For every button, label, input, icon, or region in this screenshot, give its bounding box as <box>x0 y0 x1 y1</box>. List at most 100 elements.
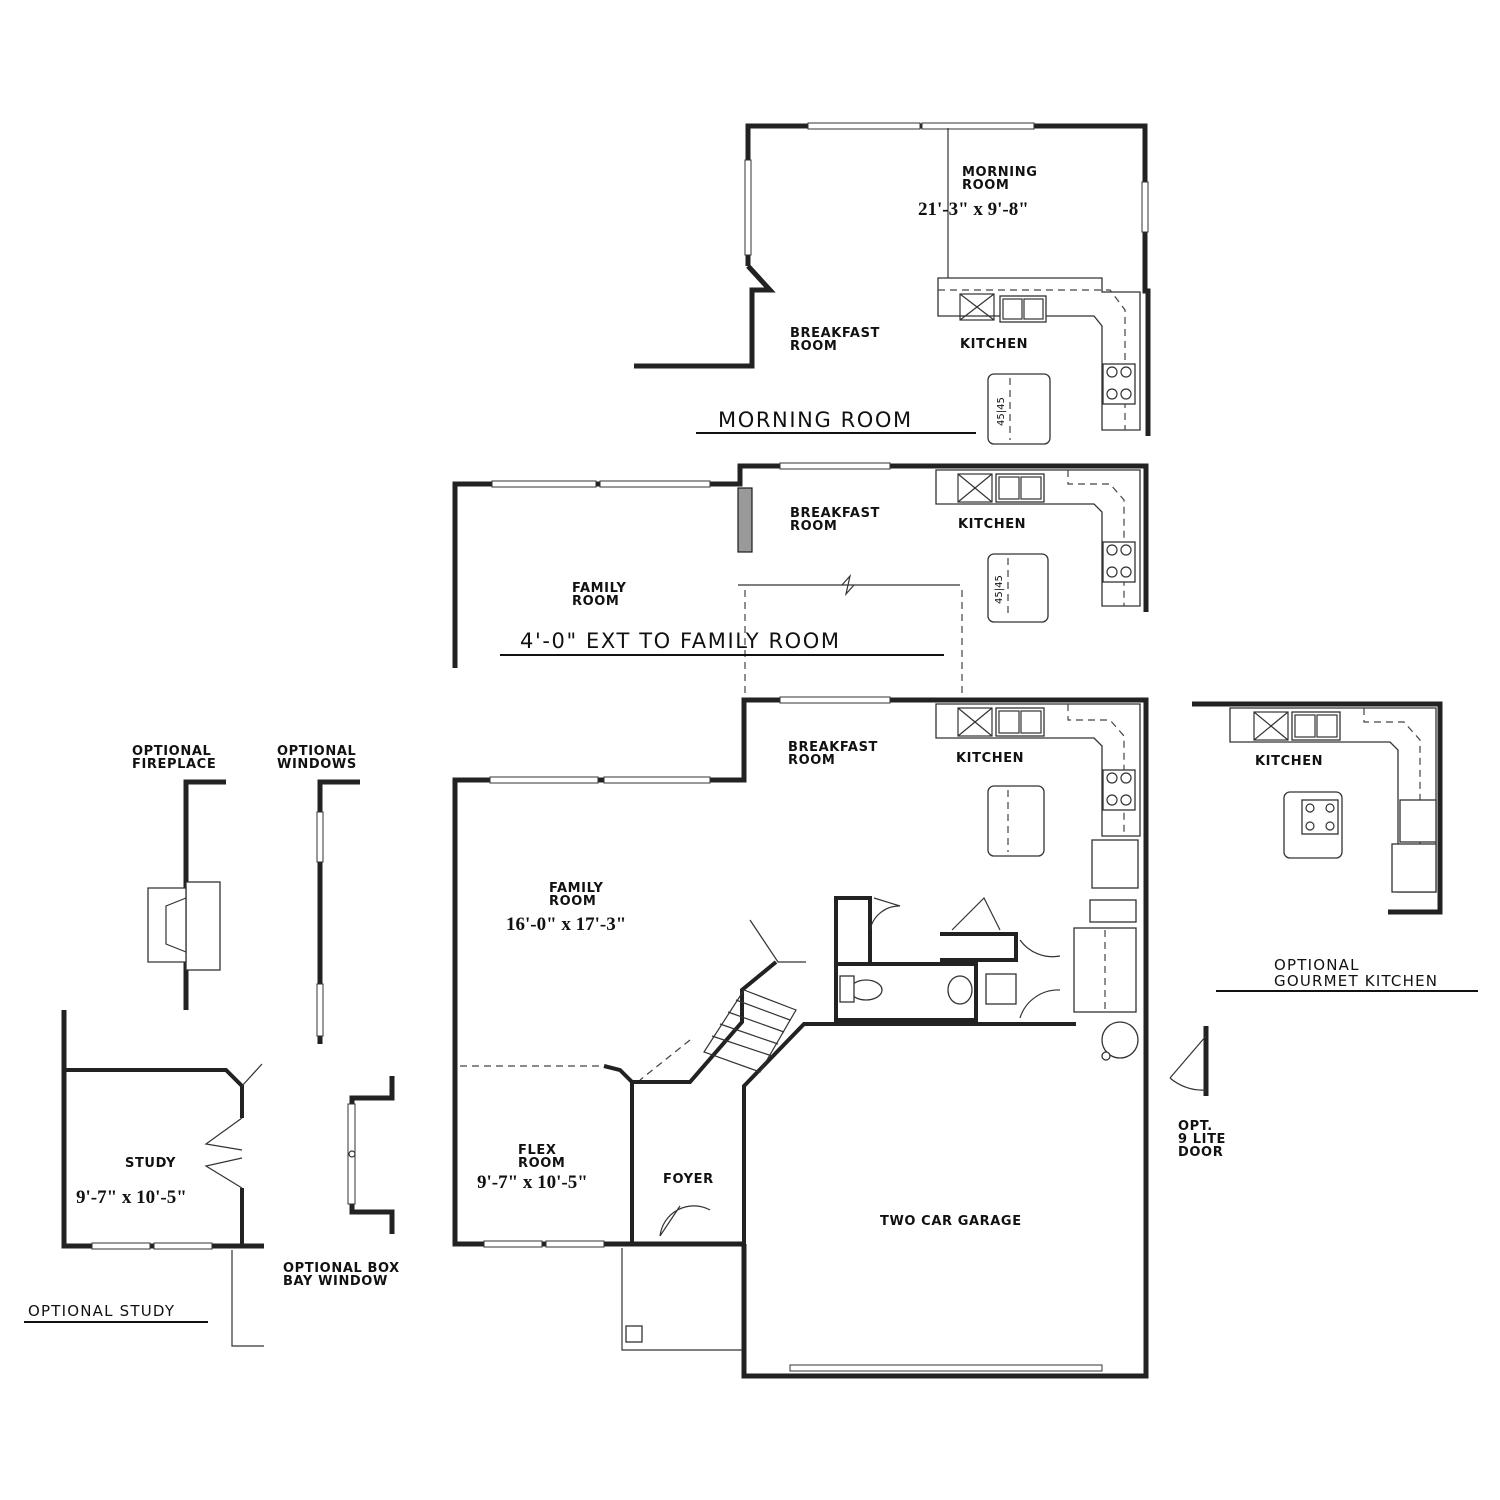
laundry-toilet <box>947 975 973 1005</box>
foyer-entry-door <box>659 1205 711 1237</box>
gourmet-sink <box>1291 711 1341 741</box>
powder-sink <box>839 975 855 1003</box>
morning-burner <box>1120 388 1132 400</box>
morning-burner <box>1106 388 1118 400</box>
porch-outline <box>621 1248 742 1351</box>
ext-kitchen-counter <box>935 469 1141 607</box>
ext-burner <box>1106 544 1118 556</box>
stair-wall <box>632 960 778 1084</box>
optional-fireplace-label: OPTIONAL <box>132 744 211 759</box>
nine-lite-door-detail: OPT. 9 LITE DOOR <box>1169 1026 1226 1160</box>
pantry-cabinet <box>1089 899 1137 923</box>
family-room-label: FAMILY <box>572 581 627 596</box>
flex-window <box>483 1240 543 1248</box>
ext-burner <box>1106 566 1118 578</box>
gourmet-burner <box>1325 803 1335 813</box>
main-sink-bowl <box>998 710 1020 734</box>
stair-tread <box>727 1011 785 1033</box>
gourmet-kitchen-plan: KITCHEN OPTIONAL GOURMET KITCHEN <box>1192 701 1478 992</box>
study-label: STUDY <box>125 1156 176 1171</box>
stair-tread <box>711 1035 773 1057</box>
stair-tread <box>719 1023 779 1045</box>
optional-window <box>316 983 324 1037</box>
optional-window <box>316 811 324 863</box>
morning-sink-bowl-2 <box>1023 298 1044 320</box>
family-window <box>603 776 711 784</box>
main-sink <box>995 707 1045 737</box>
gourmet-sink-bowl <box>1294 714 1316 738</box>
main-burner <box>1106 772 1118 784</box>
breakfast-room-label: ROOM <box>788 753 835 768</box>
main-sink-bowl <box>1020 710 1042 734</box>
breakfast-room-label: ROOM <box>790 339 837 354</box>
optional-fireplace-label: FIREPLACE <box>132 757 216 772</box>
kitchen-label: KITCHEN <box>1255 754 1323 769</box>
breakfast-room-label: BREAKFAST <box>790 326 880 341</box>
box-bay-walls <box>349 1076 395 1234</box>
study-wall-top <box>64 1068 244 1118</box>
kitchen-label: KITCHEN <box>960 337 1028 352</box>
ext-fireplace-chase <box>737 487 753 553</box>
garage-wall <box>742 1022 1076 1376</box>
laundry-wall <box>940 932 1018 962</box>
ext-sink-bowl <box>998 476 1020 500</box>
nine-lite-door-label: OPT. <box>1178 1119 1213 1134</box>
main-exterior-walls <box>452 697 1149 1379</box>
nine-lite-door-label: 9 LITE <box>1178 1132 1226 1147</box>
gourmet-refrigerator <box>1391 843 1437 893</box>
nine-lite-door-swing <box>1169 1035 1207 1091</box>
water-heater-valve <box>1101 1051 1111 1061</box>
main-burner <box>1106 794 1118 806</box>
foyer-label: FOYER <box>663 1172 714 1187</box>
gourmet-burner <box>1325 821 1335 831</box>
morning-dishwasher-x2 <box>959 293 995 321</box>
optional-windows-label: WINDOWS <box>277 757 357 772</box>
morning-room-left-wall <box>634 264 776 369</box>
gourmet-walls <box>1192 701 1443 915</box>
gourmet-counter-dashes <box>1363 708 1421 892</box>
breakfast-room-label: BREAKFAST <box>788 740 878 755</box>
main-kitchen-counter <box>935 703 1141 837</box>
morning-burner <box>1106 366 1118 378</box>
gourmet-cooktop <box>1301 799 1339 835</box>
nine-lite-door-label: DOOR <box>1178 1145 1223 1160</box>
morning-sink-bowl-1 <box>1002 298 1023 320</box>
main-dishwasher <box>957 707 993 737</box>
morning-sink <box>999 295 1047 323</box>
family-room-dimension: 16'-0" x 17'-3" <box>506 914 626 935</box>
study-window <box>91 1242 151 1250</box>
study-dimension: 9'-7" x 10'-5" <box>76 1187 187 1208</box>
morning-burner <box>1120 366 1132 378</box>
main-burner <box>1120 794 1132 806</box>
flex-room-label: ROOM <box>518 1156 565 1171</box>
box-bay-label: OPTIONAL BOX <box>283 1261 400 1276</box>
morning-window-top-2 <box>921 122 1035 130</box>
study-wall-outer <box>61 1010 264 1249</box>
main-island <box>987 785 1045 857</box>
study-french-doors <box>204 1117 243 1189</box>
morning-dishwasher <box>959 293 995 321</box>
optional-fireplace-detail: OPTIONAL FIREPLACE <box>132 744 226 1010</box>
breakfast-room-label: BREAKFAST <box>790 506 880 521</box>
gourmet-kitchen-title: OPTIONAL <box>1274 956 1360 974</box>
gourmet-burner <box>1305 803 1315 813</box>
optional-study-title: OPTIONAL STUDY <box>28 1302 175 1320</box>
ext-island-code: 45|45 <box>994 575 1005 604</box>
ext-sink-bowl <box>1020 476 1042 500</box>
stair-tread <box>735 999 791 1021</box>
garage-label: TWO CAR GARAGE <box>880 1214 1022 1229</box>
gourmet-sink-bowl <box>1316 714 1338 738</box>
breakfast-angle-wall <box>749 919 806 963</box>
morning-room-plan: 45|45 MORNING ROOM 21'-3" x 9'-8" BREAKF… <box>634 122 1151 445</box>
family-room-label: ROOM <box>549 894 596 909</box>
ext-window-top-1 <box>491 480 597 488</box>
study-window <box>153 1242 213 1250</box>
kitchen-label: KITCHEN <box>958 517 1026 532</box>
box-bay-mullion <box>348 1150 356 1158</box>
powder-room <box>834 962 978 1022</box>
family-room-label: FAMILY <box>549 881 604 896</box>
breakfast-room-label: ROOM <box>790 519 837 534</box>
main-dishwasher-x <box>957 707 993 737</box>
ext-slider-door <box>779 462 891 470</box>
ext-dishwasher <box>957 473 993 503</box>
